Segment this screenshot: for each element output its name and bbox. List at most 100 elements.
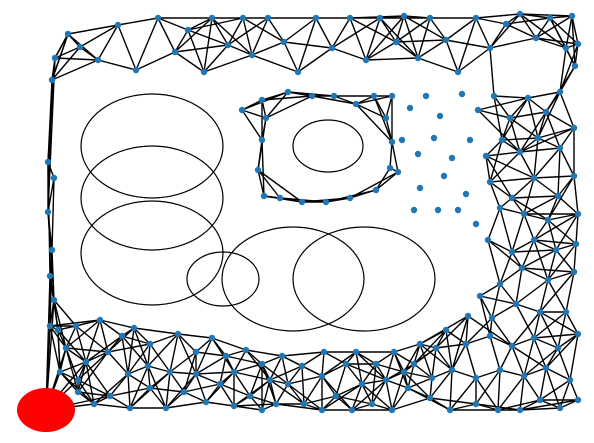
graph-node bbox=[246, 392, 254, 400]
graph-edge bbox=[451, 315, 469, 371]
graph-node bbox=[162, 404, 170, 412]
graph-edge bbox=[457, 17, 477, 73]
graph-edge bbox=[499, 207, 525, 215]
graph-edge bbox=[539, 279, 549, 313]
graph-node bbox=[104, 348, 112, 356]
graph-edge bbox=[489, 181, 513, 199]
graph-edge bbox=[283, 17, 317, 43]
graph-edge bbox=[97, 24, 119, 61]
graph-edge bbox=[99, 319, 123, 337]
graph-edge bbox=[521, 267, 575, 273]
graph-node bbox=[570, 124, 578, 132]
graph-edge bbox=[519, 111, 547, 153]
graph-node bbox=[94, 56, 102, 64]
graph-edge bbox=[573, 175, 579, 215]
graph-edge bbox=[205, 401, 235, 407]
graph-edge bbox=[523, 195, 559, 215]
graph-node bbox=[372, 186, 380, 194]
graph-edge bbox=[265, 95, 313, 119]
graph-node bbox=[146, 340, 154, 348]
graph-edge bbox=[315, 17, 333, 49]
graph-edge bbox=[65, 347, 87, 363]
graph-edge bbox=[403, 15, 419, 59]
graph-edge bbox=[177, 333, 197, 353]
graph-edge bbox=[149, 387, 185, 393]
graph-edge bbox=[547, 213, 579, 221]
graph-edge bbox=[233, 379, 271, 407]
graph-edge bbox=[509, 117, 539, 139]
graph-edge bbox=[547, 219, 557, 251]
graph-node bbox=[484, 236, 492, 244]
graph-edge bbox=[489, 37, 537, 49]
graph-edge bbox=[321, 383, 363, 411]
graph-edge bbox=[497, 369, 501, 411]
graph-edge bbox=[321, 351, 325, 377]
graph-edge bbox=[519, 399, 541, 411]
graph-edge bbox=[519, 13, 567, 49]
graph-edge bbox=[85, 361, 95, 405]
graph-node bbox=[400, 368, 408, 376]
graph-node bbox=[192, 370, 200, 378]
graph-edge bbox=[195, 373, 207, 403]
graph-node bbox=[254, 166, 262, 174]
graph-edge bbox=[297, 17, 317, 73]
graph-edge bbox=[242, 17, 253, 56]
graph-edge bbox=[451, 369, 477, 379]
graph-edge bbox=[559, 399, 579, 409]
graph-node bbox=[448, 366, 456, 374]
graph-edge bbox=[511, 311, 541, 347]
graph-node bbox=[536, 308, 544, 316]
graph-edge bbox=[511, 345, 547, 369]
graph-edge bbox=[487, 207, 501, 241]
graph-edge bbox=[391, 371, 405, 411]
graph-edge bbox=[519, 13, 573, 17]
graph-edge bbox=[523, 367, 547, 377]
graph-node bbox=[430, 134, 438, 142]
graph-edge bbox=[195, 371, 235, 375]
graph-node bbox=[404, 384, 412, 392]
graph-edge bbox=[475, 377, 499, 411]
graph-edge bbox=[519, 151, 535, 179]
graph-node bbox=[482, 152, 490, 160]
graph-edge bbox=[501, 139, 521, 153]
graph-edge bbox=[475, 369, 501, 379]
graph-node bbox=[239, 14, 247, 22]
graph-edge bbox=[511, 195, 559, 199]
graph-edge bbox=[445, 329, 453, 371]
graph-node bbox=[498, 136, 506, 144]
graph-edge bbox=[147, 365, 151, 389]
graph-edge bbox=[407, 363, 415, 389]
graph-node bbox=[476, 292, 484, 300]
graph-edge bbox=[539, 311, 559, 349]
graph-edge bbox=[219, 383, 235, 407]
graph-node bbox=[566, 376, 574, 384]
graph-edge bbox=[547, 175, 575, 221]
graph-node bbox=[518, 264, 526, 272]
graph-node bbox=[386, 164, 394, 172]
graph-edge bbox=[491, 303, 517, 319]
graph-node bbox=[230, 402, 238, 410]
graph-node bbox=[74, 376, 82, 384]
graph-node bbox=[542, 108, 550, 116]
graph-edge bbox=[511, 345, 525, 377]
graph-edge bbox=[351, 379, 387, 411]
graph-edge bbox=[501, 117, 511, 141]
graph-edge bbox=[351, 403, 373, 411]
graph-edge bbox=[511, 213, 525, 253]
graph-edge bbox=[389, 141, 393, 169]
graph-edge bbox=[54, 33, 69, 59]
graph-edge bbox=[491, 283, 501, 319]
graph-edge bbox=[47, 57, 56, 213]
graph-node bbox=[516, 10, 524, 18]
graph-edge bbox=[127, 373, 151, 389]
graph-edge bbox=[355, 95, 393, 105]
graph-edge bbox=[489, 335, 513, 347]
graph-edge bbox=[533, 239, 549, 281]
graph-node bbox=[562, 308, 570, 316]
graph-node bbox=[82, 358, 90, 366]
graph-node bbox=[428, 374, 436, 382]
graph-edge bbox=[361, 363, 377, 385]
graph-node bbox=[342, 360, 350, 368]
graph-node bbox=[432, 344, 440, 352]
graph-edge bbox=[53, 299, 77, 327]
